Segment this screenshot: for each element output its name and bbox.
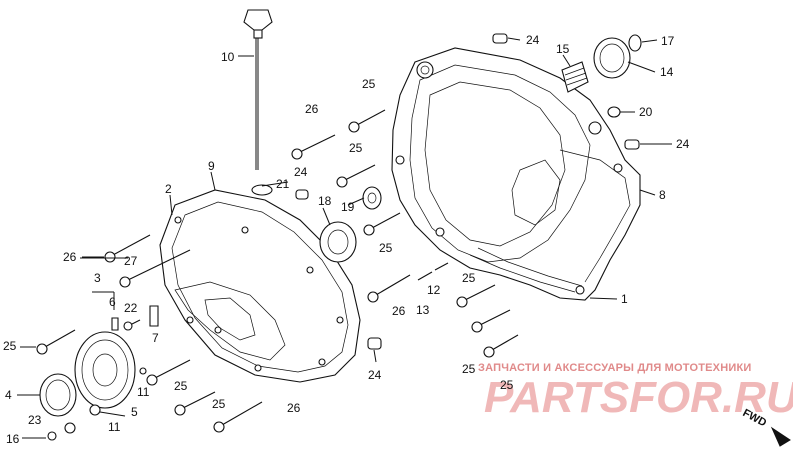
plate-14 [593,37,631,79]
callout-25e: 25 [3,339,17,353]
dowel-24d [367,337,382,350]
crankcase-housing [391,47,641,301]
callout-24a: 24 [526,33,540,47]
cap-4 [39,373,77,417]
callout-1: 1 [621,292,628,306]
callout-26d: 26 [287,401,301,415]
bearing-18 [319,221,357,263]
clutch-cover [159,189,361,383]
callout-25h: 25 [462,362,476,376]
callout-labels: 1 2 3 4 5 6 7 8 9 10 11 11 12 13 14 15 1… [3,33,690,446]
callout-9: 9 [208,159,215,173]
callout-25g: 25 [212,397,226,411]
callout-5: 5 [131,405,138,419]
callout-13: 13 [416,303,430,317]
callout-20: 20 [639,105,653,119]
watermark: ЗАПЧАСТИ И АКСЕССУАРЫ ДЛЯ МОТОТЕХНИКИ PA… [478,362,793,422]
callout-23: 23 [28,413,42,427]
callout-26c: 26 [392,304,406,318]
bolts [36,109,519,441]
watermark-brand: PARTSFOR.RU [484,373,793,422]
callout-26b: 26 [63,250,77,264]
callout-25f: 25 [174,379,188,393]
small-cover-3 [74,331,136,409]
callout-25c: 25 [379,241,393,255]
oring-21 [251,184,273,196]
callout-4: 4 [5,388,12,402]
callout-21: 21 [276,177,290,191]
callout-8: 8 [659,188,666,202]
callout-24c: 24 [294,165,308,179]
dowel-24b [624,139,640,150]
leader-lines [17,37,672,439]
callout-25a: 25 [362,77,376,91]
clip-17 [628,34,642,52]
callout-10: 10 [221,50,235,64]
callout-27: 27 [124,254,138,268]
spring-15 [561,61,589,93]
callout-3: 3 [94,271,101,285]
dipstick-10 [243,9,273,170]
seal-19 [362,186,382,210]
callout-26a: 26 [305,102,319,116]
callout-16: 16 [6,432,20,446]
watermark-tagline: ЗАПЧАСТИ И АКСЕССУАРЫ ДЛЯ МОТОТЕХНИКИ [478,362,751,374]
callout-11a: 11 [137,385,150,399]
callout-6: 6 [109,295,116,309]
callout-24d: 24 [368,368,382,382]
callout-2: 2 [165,182,172,196]
callout-25d: 25 [462,271,476,285]
callout-22: 22 [124,301,138,315]
callout-14: 14 [660,65,674,79]
callout-11b: 11 [108,420,121,434]
callout-15: 15 [556,42,570,56]
callout-19: 19 [341,200,355,214]
callout-12: 12 [427,283,441,297]
callout-7: 7 [152,331,159,345]
callout-24b: 24 [676,137,690,151]
callout-25i: 25 [500,378,514,392]
dowel-24a [492,33,508,44]
callout-18: 18 [318,194,332,208]
callout-17: 17 [661,34,675,48]
callout-25b: 25 [349,141,363,155]
dowel-24c [295,189,309,200]
oring-20 [607,106,621,118]
